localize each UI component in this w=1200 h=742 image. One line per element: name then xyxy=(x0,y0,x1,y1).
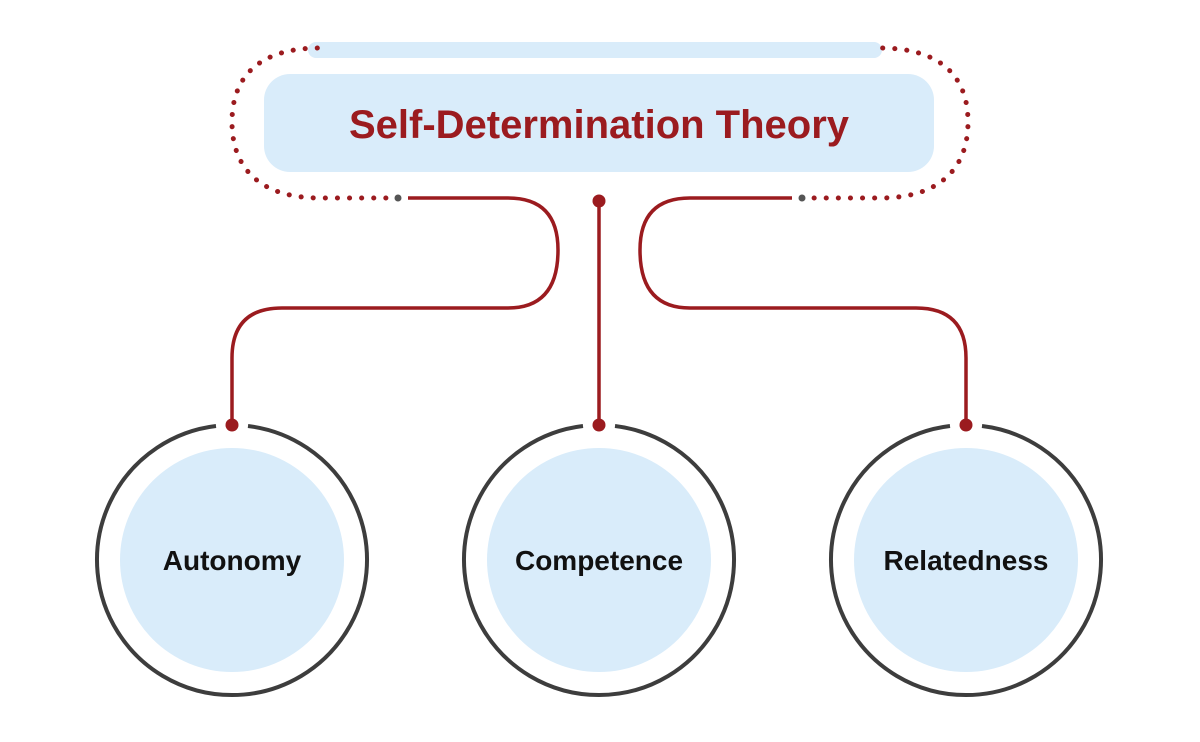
frame-end-dot-right xyxy=(798,194,806,202)
title-accent-bar xyxy=(308,42,882,58)
frame-end-dot-left xyxy=(394,194,402,202)
connector-dot-competence xyxy=(592,418,606,432)
connector-dot-title xyxy=(592,194,606,208)
connector-dots xyxy=(225,194,973,432)
connector-relatedness xyxy=(638,196,968,424)
node-fill xyxy=(854,448,1078,672)
connector-autonomy xyxy=(230,196,560,424)
connectors xyxy=(230,196,968,424)
node-autonomy: Autonomy xyxy=(95,424,369,697)
node-label: Relatedness xyxy=(884,545,1049,576)
node-ring xyxy=(462,424,736,697)
node-relatedness: Relatedness xyxy=(829,424,1103,697)
connector-dot-autonomy xyxy=(225,418,239,432)
node-label: Autonomy xyxy=(163,545,302,576)
node-fill xyxy=(487,448,711,672)
title-box xyxy=(264,74,934,172)
connector-dot-relatedness xyxy=(959,418,973,432)
diagram-title: Self-Determination Theory xyxy=(349,103,850,147)
node-ring xyxy=(829,424,1103,697)
node-fill xyxy=(120,448,344,672)
node-competence: Competence xyxy=(462,424,736,697)
node-ring xyxy=(95,424,369,697)
node-label: Competence xyxy=(515,545,683,576)
title-group: Self-Determination Theory xyxy=(229,42,971,202)
